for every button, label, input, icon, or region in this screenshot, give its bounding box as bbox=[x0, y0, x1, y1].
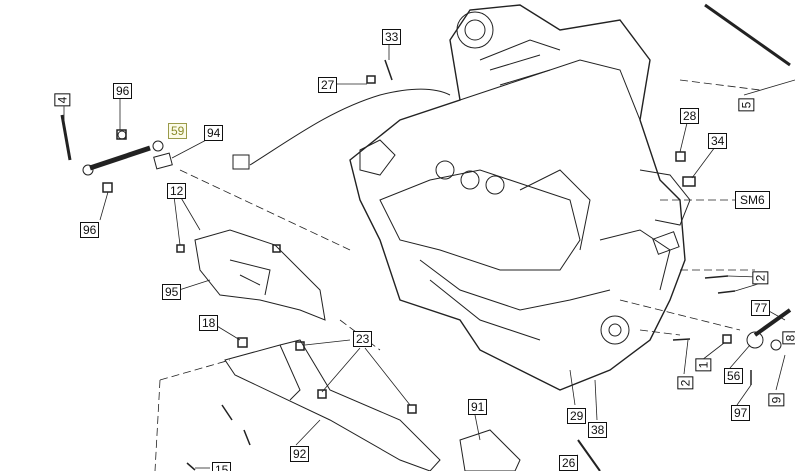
callout-18: 18 bbox=[199, 315, 219, 331]
callout-96-bottom: 96 bbox=[80, 222, 100, 238]
callout-4: 4 bbox=[54, 93, 71, 107]
callout-12: 12 bbox=[167, 183, 187, 199]
callout-92: 92 bbox=[290, 446, 310, 462]
wire-harness bbox=[249, 88, 451, 166]
assembly-lines bbox=[154, 79, 761, 471]
callout-8: 8 bbox=[782, 331, 795, 345]
shift-linkage bbox=[753, 308, 792, 337]
callout-1: 1 bbox=[695, 358, 712, 372]
callout-95: 95 bbox=[162, 284, 182, 300]
fasteners bbox=[102, 59, 752, 471]
engine-assembly bbox=[349, 4, 691, 391]
callout-sm6: SM6 bbox=[735, 191, 770, 209]
callout-34: 34 bbox=[708, 133, 728, 149]
lower-bracket bbox=[459, 429, 521, 471]
callout-15: 15 bbox=[212, 462, 232, 471]
callout-9: 9 bbox=[768, 393, 785, 407]
callout-38: 38 bbox=[588, 422, 608, 438]
callout-96-top: 96 bbox=[113, 83, 133, 99]
callout-91: 91 bbox=[468, 399, 488, 415]
heat-shield bbox=[194, 229, 326, 321]
long-bolt bbox=[704, 3, 791, 67]
mounting-bracket bbox=[224, 339, 441, 471]
callout-2-lower: 2 bbox=[677, 376, 694, 390]
callout-2-right: 2 bbox=[752, 271, 769, 285]
callout-77: 77 bbox=[751, 300, 771, 316]
connector bbox=[232, 154, 250, 170]
callout-94: 94 bbox=[204, 125, 224, 141]
callout-27: 27 bbox=[318, 77, 338, 93]
callout-26: 26 bbox=[559, 455, 579, 471]
callout-28: 28 bbox=[680, 108, 700, 124]
callout-97: 97 bbox=[731, 405, 751, 421]
callout-59: 59 bbox=[168, 123, 188, 139]
callout-33: 33 bbox=[382, 29, 402, 45]
linkage-rod bbox=[60, 114, 173, 176]
callout-29: 29 bbox=[567, 408, 587, 424]
callout-56: 56 bbox=[724, 368, 744, 384]
callout-5: 5 bbox=[738, 98, 755, 112]
callout-23: 23 bbox=[353, 331, 373, 347]
